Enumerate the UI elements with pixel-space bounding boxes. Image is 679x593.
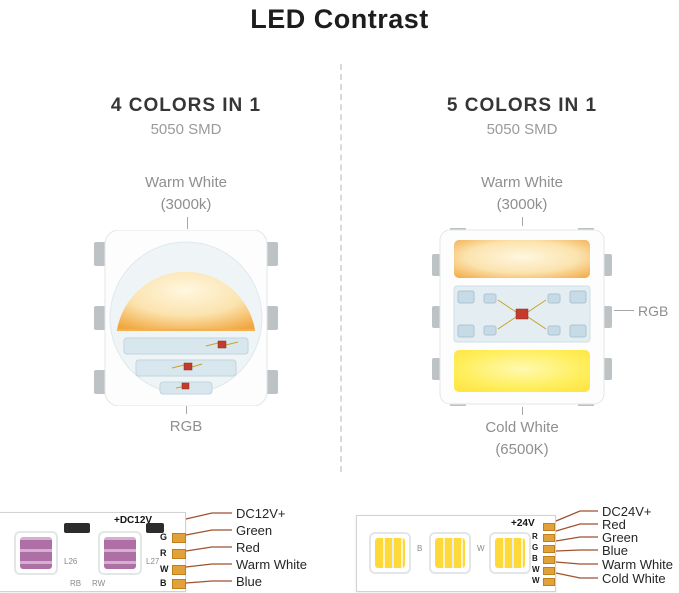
solder-pad xyxy=(543,545,555,553)
chip-solder-tabs xyxy=(94,242,278,394)
wire-label-warm-white: Warm White xyxy=(236,557,308,572)
rgb-pointer-left xyxy=(186,406,187,414)
led-module-5in1 xyxy=(369,532,411,574)
heading-4-colors-in-1: 4 COLORS IN 1 xyxy=(110,95,262,116)
cold-white-pointer xyxy=(522,407,523,415)
rgb-dies xyxy=(181,340,227,390)
voltage-print-dc12v: +DC12V xyxy=(114,515,153,526)
wire-label-red: Red xyxy=(602,517,626,532)
page-title: LED Contrast xyxy=(250,4,429,34)
pad-letter: W xyxy=(160,564,169,574)
wire-label-green: Green xyxy=(602,530,639,545)
cold-white-temp: (6500K) xyxy=(495,440,549,458)
led-chip-5in1 xyxy=(432,228,612,406)
board-print: L26 xyxy=(64,557,78,566)
pad-letter: R xyxy=(160,548,167,558)
solder-pad xyxy=(543,556,555,564)
wire-label-blue: Blue xyxy=(602,543,629,558)
led-chip-4in1 xyxy=(94,230,278,406)
cold-white-callout: Cold White (6500K) xyxy=(422,417,622,461)
rgbw-die-area xyxy=(104,537,136,569)
pad-letter: B xyxy=(160,578,167,588)
pad-letter: R xyxy=(532,532,538,541)
wire-label-cold-white: Cold White xyxy=(602,571,666,586)
heading-5-colors-in-1: 5 COLORS IN 1 xyxy=(446,95,598,116)
voltage-print-24v: +24V xyxy=(511,518,535,529)
rgb-callout-right: RGB xyxy=(638,303,669,319)
rgb-pointer-right xyxy=(614,310,634,311)
cct-die-area xyxy=(495,538,525,568)
led-module-rgbw xyxy=(14,531,58,575)
warm-white-callout-left: Warm White (3000k) xyxy=(86,172,286,216)
led-strip-dc24v: B W +24V R G B W W xyxy=(356,515,556,592)
solder-pad xyxy=(172,565,186,575)
column-divider xyxy=(340,64,342,472)
wire-label-dc12v: DC12V+ xyxy=(236,506,286,521)
solder-pad xyxy=(543,523,555,531)
warm-white-pointer-right xyxy=(522,217,523,226)
wire-label-dc24v: DC24V+ xyxy=(602,504,652,519)
rgb-die xyxy=(515,308,529,320)
rgbw-die-area xyxy=(20,537,52,569)
led-module-rgbw xyxy=(98,531,142,575)
solder-pad xyxy=(172,549,186,559)
warm-white-dome xyxy=(117,271,255,330)
board-print: L27 xyxy=(146,557,160,566)
solder-pad xyxy=(172,579,186,589)
resistor xyxy=(146,523,164,533)
pad-letter: G xyxy=(160,532,168,542)
warm-white-text: Warm White xyxy=(481,174,563,191)
cct-die-area xyxy=(435,538,465,568)
warm-white-bar xyxy=(454,240,590,278)
board-print: B xyxy=(417,544,423,553)
solder-pad xyxy=(543,567,555,575)
rgb-callout-left: RGB xyxy=(169,418,203,435)
resistor xyxy=(64,523,90,533)
pad-letter: W xyxy=(532,576,540,585)
warm-white-temp: (3000k) xyxy=(496,195,548,213)
led-strip-dc12v: L26 L27 RB RW +DC12V G R W B xyxy=(0,512,186,592)
solder-pad xyxy=(172,533,186,543)
warm-white-callout-right: Warm White (3000k) xyxy=(422,172,622,216)
wire-label-warm-white: Warm White xyxy=(602,557,674,572)
pad-letter: G xyxy=(532,543,539,552)
pad-letter: W xyxy=(532,565,540,574)
warm-white-pointer-left xyxy=(187,217,188,229)
led-module-5in1 xyxy=(429,532,471,574)
cold-white-bar xyxy=(454,350,590,392)
board-print: RB xyxy=(70,579,82,588)
wire-label-green: Green xyxy=(236,523,273,538)
solder-pad xyxy=(543,534,555,542)
subheading-5050-smd-left: 5050 SMD xyxy=(150,121,222,138)
wire-label-blue: Blue xyxy=(236,574,263,589)
board-print: RW xyxy=(92,579,106,588)
subheading-5050-smd-right: 5050 SMD xyxy=(486,121,558,138)
cold-white-text: Cold White xyxy=(485,419,559,436)
warm-white-text: Warm White xyxy=(145,174,227,191)
pad-letter: B xyxy=(532,554,538,563)
wire-label-red: Red xyxy=(236,540,260,555)
board-print: W xyxy=(477,544,485,553)
led-module-5in1 xyxy=(489,532,531,574)
warm-white-temp: (3000k) xyxy=(160,195,212,213)
solder-pad xyxy=(543,578,555,586)
cct-die-area xyxy=(375,538,405,568)
